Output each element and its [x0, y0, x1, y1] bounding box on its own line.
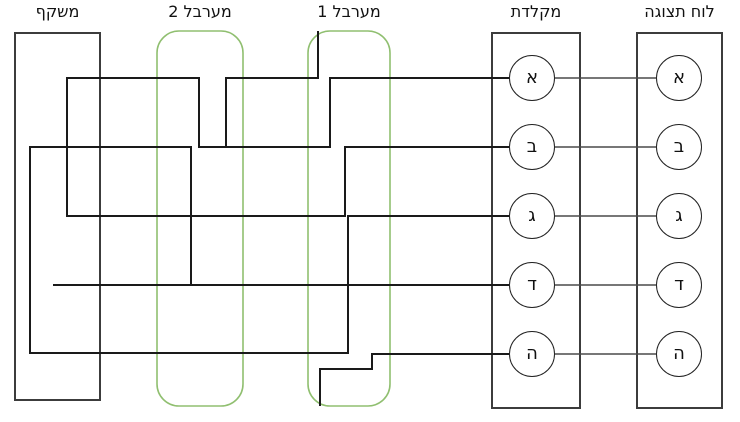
- wire-he: [319, 353, 509, 406]
- display-box: [636, 32, 723, 409]
- keyboard-box: [491, 32, 581, 409]
- display-label: לוח תצוגה: [644, 2, 715, 21]
- display-letter-4: ד: [656, 262, 702, 308]
- rotor-wires: [29, 31, 509, 406]
- reflector-label: משקף: [35, 2, 80, 21]
- display-letter-1: א: [656, 55, 702, 101]
- wire-he-wrap-top: [225, 31, 319, 147]
- wire-alef: [226, 77, 509, 148]
- keyboard-letter-3: ג: [509, 193, 555, 239]
- rotor2-box: [156, 30, 244, 407]
- rotor1-label: מערבל 1: [317, 2, 381, 21]
- rotor2-label: מערבל 2: [168, 2, 232, 21]
- display-letter-2: ב: [656, 124, 702, 170]
- component-boxes: [14, 30, 723, 409]
- display-letter-3: ג: [656, 193, 702, 239]
- keyboard-label: מקלדת: [510, 2, 562, 21]
- display-letter-5: ה: [656, 331, 702, 377]
- keyboard-letter-5: ה: [509, 331, 555, 377]
- wire-gimel: [29, 146, 509, 354]
- keyboard-letter-1: א: [509, 55, 555, 101]
- keyboard-letter-2: ב: [509, 124, 555, 170]
- rotor1-box: [307, 30, 391, 407]
- keyboard-letter-4: ד: [509, 262, 555, 308]
- keyboard-display-connectors: [555, 77, 656, 355]
